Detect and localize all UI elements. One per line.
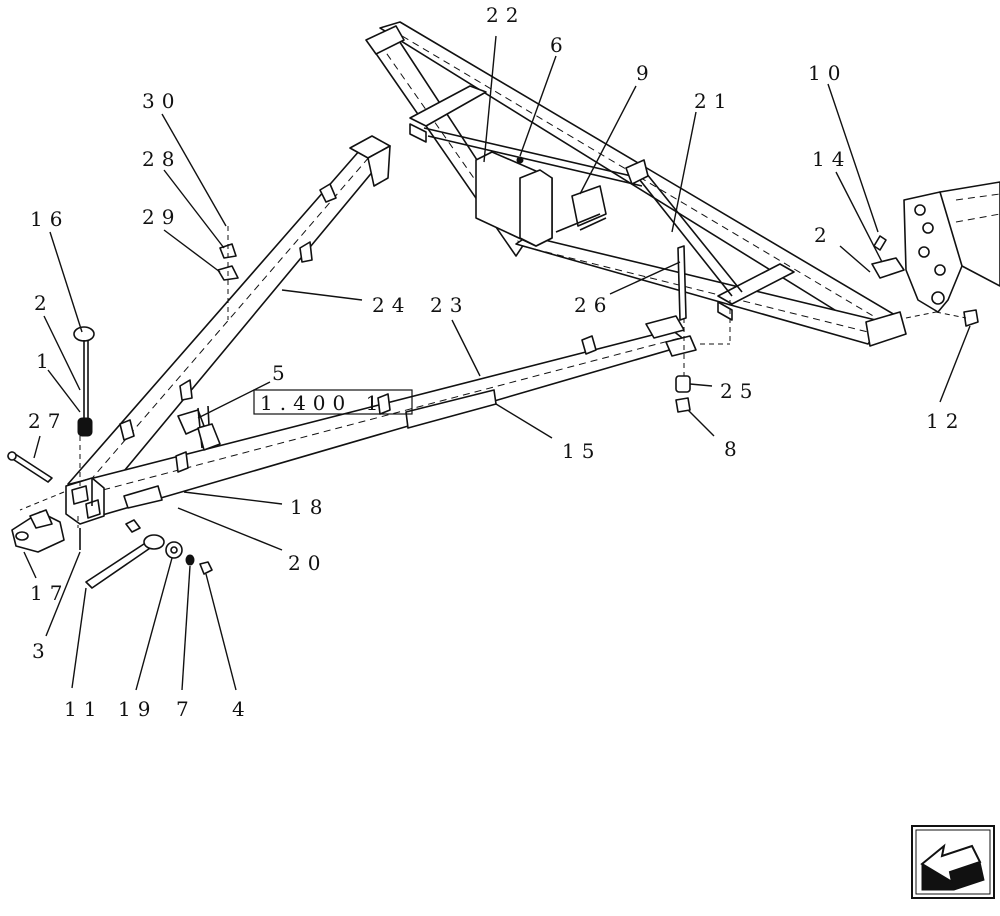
hardware [19,156,979,528]
callout-26: 26 [574,293,613,317]
callout-24: 24 [372,293,411,317]
callout-11: 11 [64,697,103,721]
callout-16: 16 [30,207,69,231]
callout-2-right: 2 [814,223,834,247]
callouts: 22 6 9 21 10 30 28 14 29 2 16 2 1 27 24 … [28,3,965,721]
arrow-back-icon[interactable] [911,825,995,899]
callout-4: 4 [232,697,252,721]
callout-21: 21 [694,89,733,113]
tongue-right-arm [69,315,697,519]
front-hitch-block [7,326,213,589]
callout-18: 18 [290,495,329,519]
callout-5: 5 [272,361,292,385]
callout-3: 3 [32,639,52,663]
callout-22: 22 [486,3,525,27]
callout-28: 28 [142,147,181,171]
callout-20: 20 [288,551,327,575]
callout-30: 30 [142,89,181,113]
callout-25: 25 [720,379,759,403]
callout-17: 17 [30,581,69,605]
hitch-pivot-plate [871,181,1000,313]
cross-reference[interactable]: 1.400 1 [253,389,413,415]
callout-12: 12 [926,409,965,433]
callout-10: 10 [808,61,847,85]
callout-14: 14 [812,147,851,171]
callout-9: 9 [636,61,656,85]
callout-6: 6 [550,33,570,57]
callout-2-left: 2 [34,291,54,315]
callout-7: 7 [176,697,196,721]
callout-15: 15 [562,439,601,463]
callout-23: 23 [430,293,469,317]
leader-lines [23,35,971,691]
callout-1: 1 [36,349,56,373]
cross-reference-label[interactable]: 1.400 1 [260,391,385,415]
callout-19: 19 [118,697,157,721]
rear-frame [365,21,907,347]
callout-8: 8 [724,437,744,461]
callout-29: 29 [142,205,181,229]
callout-27: 27 [28,409,67,433]
